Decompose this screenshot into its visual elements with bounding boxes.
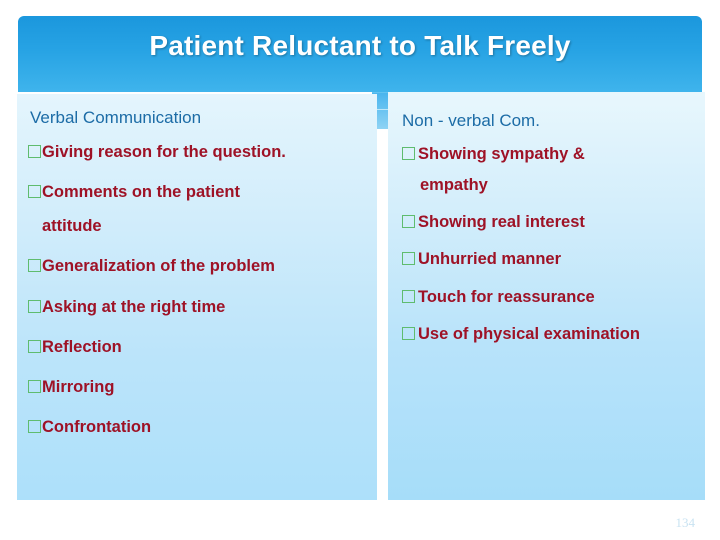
slide-title-banner: Patient Reluctant to Talk Freely [18,16,702,92]
list-item-label: Mirroring [42,377,115,396]
list-item: Giving reason for the question. [28,142,372,162]
square-bullet-icon [28,419,41,433]
square-bullet-icon [28,185,41,199]
list-item-label: Generalization of the problem [42,257,275,276]
page-title: Patient Reluctant to Talk Freely [149,30,571,61]
verbal-communication-list: Giving reason for the question. Comments… [28,142,372,457]
list-item: Comments on the patient attitude [28,182,372,236]
list-item: Reflection [28,337,372,357]
list-item: Confrontation [28,417,372,437]
square-bullet-icon [402,147,415,160]
list-item: Showing real interest [402,212,702,232]
square-bullet-icon [402,215,415,229]
square-bullet-icon [402,252,415,266]
list-item: Showing sympathy & empathy [402,144,702,195]
list-item-label: Showing real interest [418,213,585,232]
list-item: Generalization of the problem [28,256,372,276]
non-verbal-communication-list: Showing sympathy & empathy Showing real … [402,144,702,361]
non-verbal-communication-heading: Non - verbal Com. [402,111,540,130]
list-item-continuation: empathy [420,176,488,195]
list-item-label: Confrontation [42,417,152,436]
list-item-label: Use of physical examination [418,324,640,343]
square-bullet-icon [28,299,41,313]
list-item: Unhurried manner [402,249,702,269]
list-item-label: Comments on the patient [42,183,241,202]
square-bullet-icon [402,326,415,340]
list-item-label: Touch for reassurance [418,287,595,306]
page-number: 134 [675,515,696,530]
non-verbal-communication-panel: Non - verbal Com. Showing sympathy & emp… [388,92,705,500]
square-bullet-icon [402,289,415,303]
list-item-label: Unhurried manner [418,250,562,269]
list-item-continuation: attitude [42,217,102,236]
square-bullet-icon [28,259,41,273]
verbal-communication-panel: Verbal Communication Giving reason for t… [17,94,377,500]
list-item: Asking at the right time [28,297,372,317]
list-item: Use of physical examination [402,324,702,344]
list-item: Mirroring [28,377,372,397]
square-bullet-icon [28,145,41,158]
list-item-label: Giving reason for the question. [42,143,286,161]
verbal-communication-heading: Verbal Communication [30,108,202,127]
list-item-label: Reflection [42,337,122,356]
list-item: Touch for reassurance [402,287,702,307]
list-item-label: Asking at the right time [42,297,226,316]
square-bullet-icon [28,379,41,393]
list-item-label: Showing sympathy & [418,145,585,163]
square-bullet-icon [28,339,41,353]
